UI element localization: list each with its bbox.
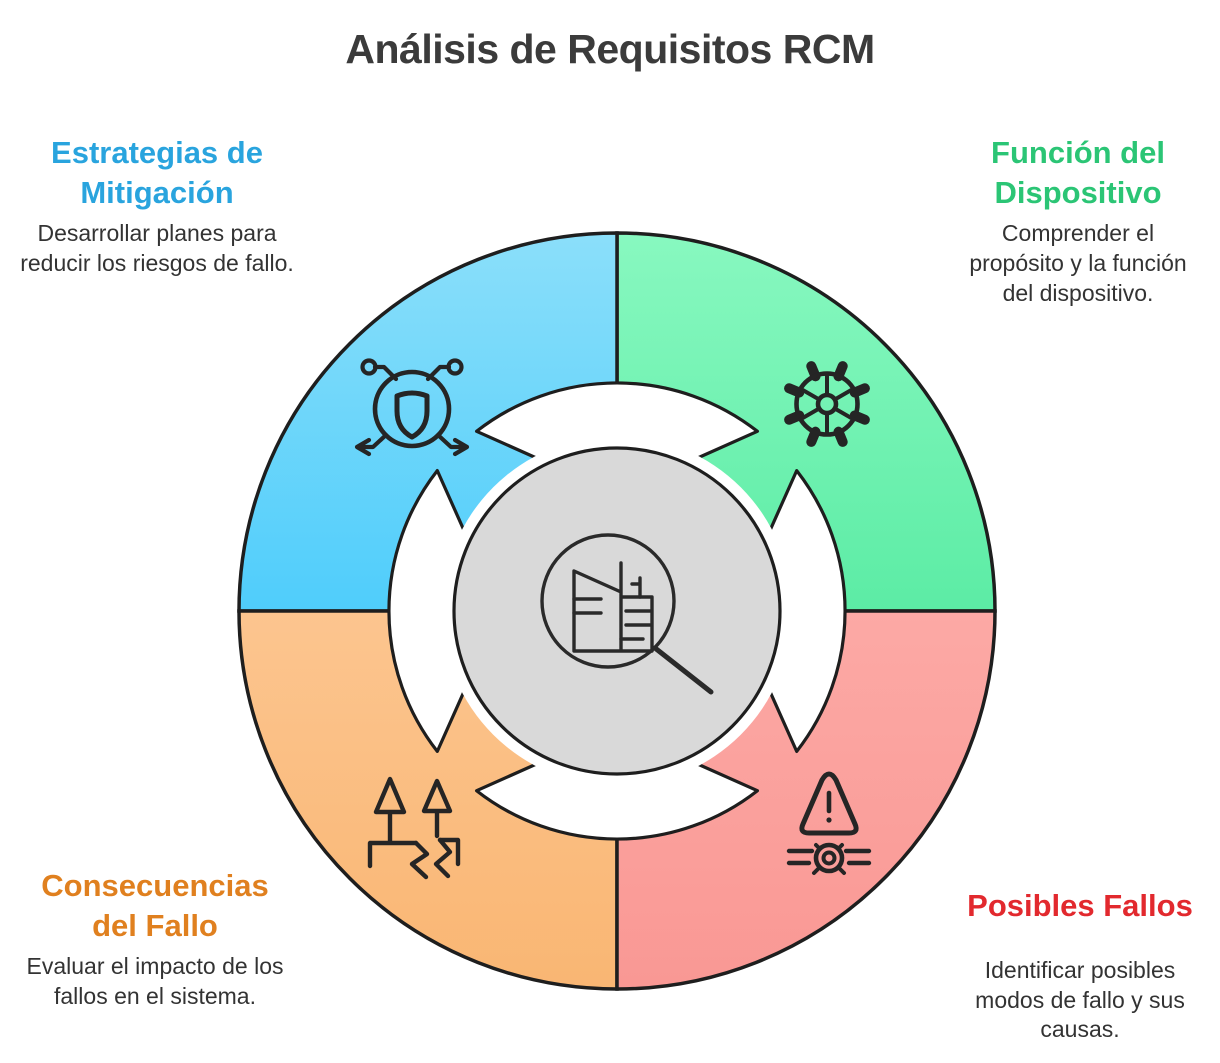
quadrant-mitigation-heading: Estrategias de Mitigación	[51, 135, 263, 210]
quadrant-function-description: Comprender el propósito y la función del…	[969, 220, 1187, 307]
shield-network-icon	[354, 358, 470, 457]
quadrant-mitigation-text: Estrategias de Mitigación Desarrollar pl…	[7, 133, 307, 279]
quadrant-consequences-description: Evaluar el impacto de los fallos en el s…	[26, 953, 284, 1010]
cracked-ground-trees-icon	[367, 776, 461, 880]
quadrant-failures-description: Identificar posibles modos de fallo y su…	[975, 956, 1185, 1043]
quadrant-mitigation-description: Desarrollar planes para reducir los ries…	[20, 220, 294, 277]
quadrant-function-text: Función del Dispositivo Comprender el pr…	[955, 133, 1201, 309]
quadrant-function-heading: Función del Dispositivo	[991, 135, 1165, 210]
warning-valve-icon	[786, 771, 872, 875]
gear-icon	[784, 361, 870, 447]
quadrant-consequences-heading: Consecuencias del Fallo	[41, 868, 269, 943]
quadrant-consequences-text: Consecuencias del Fallo Evaluar el impac…	[0, 866, 310, 1012]
center-circle	[452, 446, 782, 776]
quadrant-failures-text: Posibles Fallos Identificar posibles mod…	[950, 886, 1210, 1045]
quadrant-failures-heading: Posibles Fallos	[967, 888, 1193, 923]
page-title: Análisis de Requisitos RCM	[345, 26, 875, 72]
magnifier-inspection-icon	[540, 533, 714, 695]
